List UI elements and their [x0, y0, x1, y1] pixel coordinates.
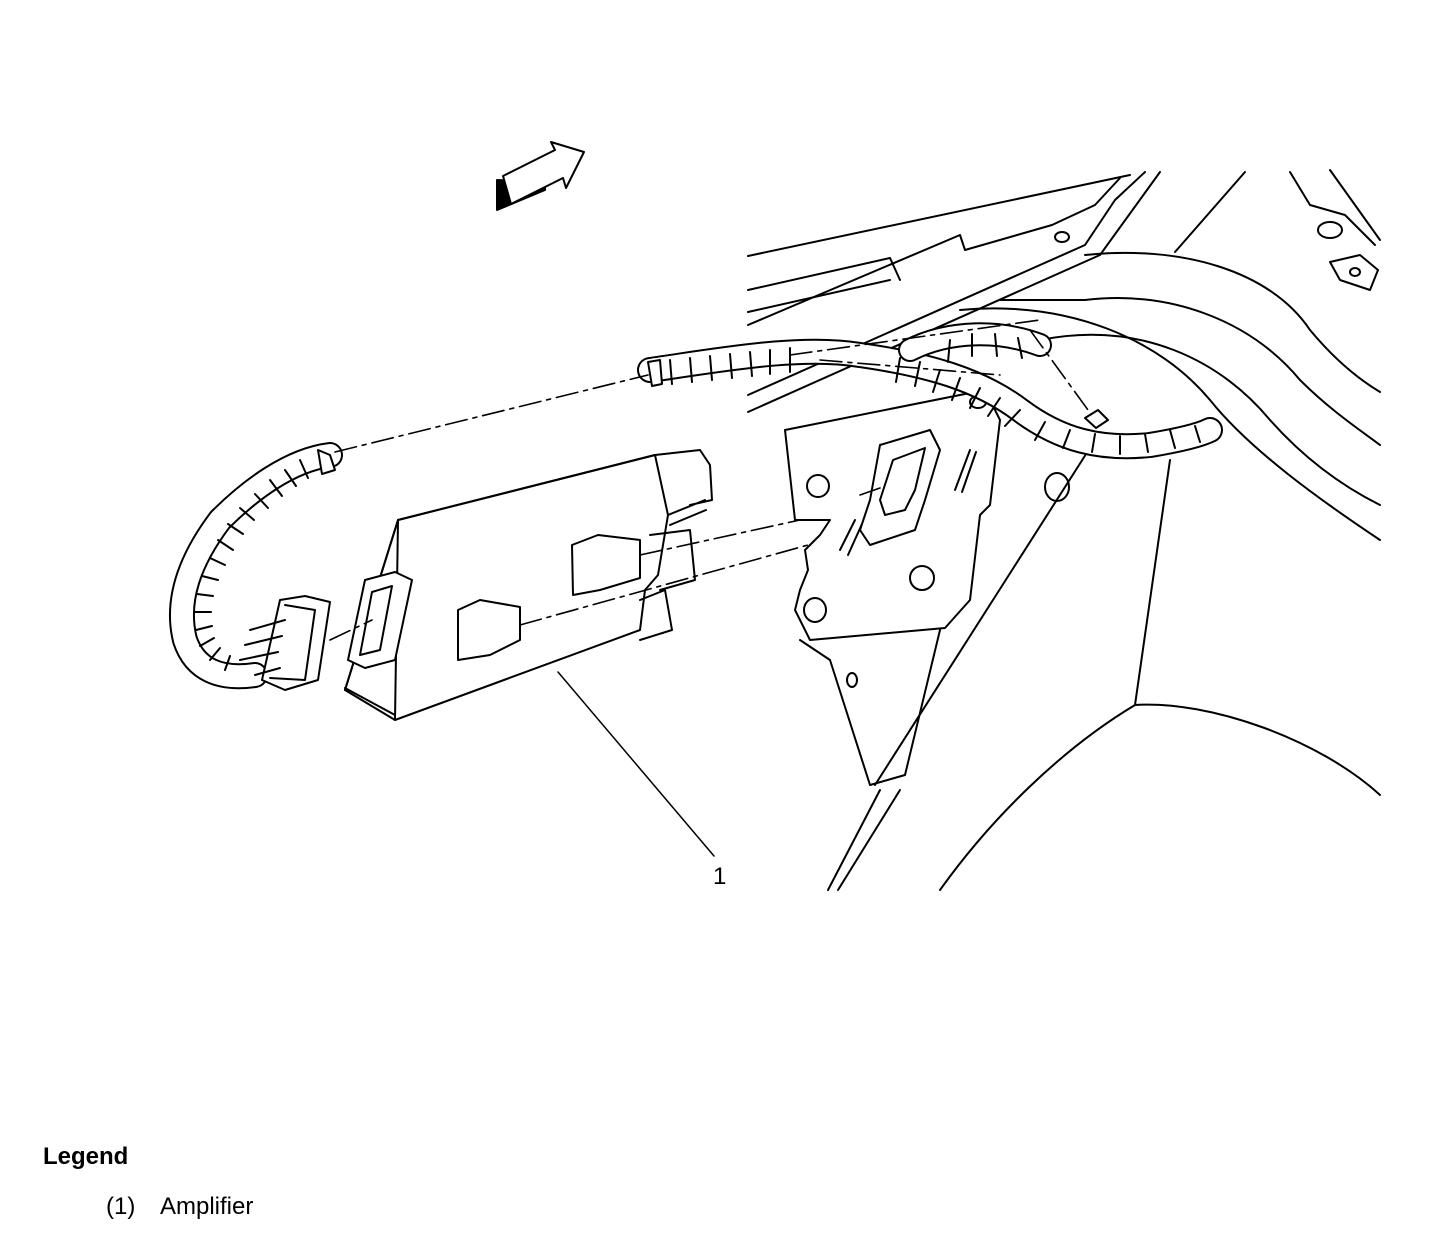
- callout-leader-line: [558, 672, 714, 856]
- installation-guide-lines: [330, 320, 1088, 640]
- amplifier-module: [345, 450, 712, 720]
- mounting-bracket: [785, 390, 1000, 785]
- wiring-harness: [182, 334, 1210, 676]
- legend: Legend (1) Amplifier: [43, 1142, 643, 1220]
- callout-number: 1: [713, 863, 726, 890]
- legend-title: Legend: [43, 1143, 129, 1170]
- direction-arrow-icon: [497, 142, 584, 210]
- legend-item-number: (1): [106, 1193, 136, 1220]
- harness-connector: [240, 596, 330, 690]
- legend-item-label: Amplifier: [160, 1193, 254, 1220]
- legend-item: (1) Amplifier: [106, 1192, 253, 1222]
